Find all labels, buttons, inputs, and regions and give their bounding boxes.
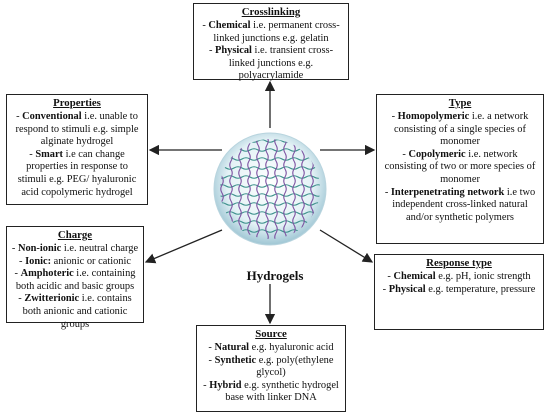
arrow-to-response [319, 229, 374, 263]
hydrogel-mesh-icon [213, 132, 327, 246]
mesh-strand [220, 193, 320, 197]
mesh-strand [283, 139, 287, 239]
mesh-strand [265, 139, 269, 239]
mesh-strand [220, 184, 320, 188]
mesh-strand [292, 139, 296, 239]
list-item: - Non-ionic i.e. neutral charge [11, 243, 139, 254]
response-type-box: Response type - Chemical e.g. pH, ionic … [374, 254, 544, 330]
mesh-strand [247, 139, 251, 239]
list-item: - Smart i.e can change properties in res… [17, 148, 137, 198]
mesh-strand [220, 211, 320, 215]
crosslinking-title: Crosslinking [241, 6, 301, 18]
center-label: Hydrogels [246, 268, 304, 283]
arrow-to-charge [144, 229, 223, 264]
type-box: Type - Homopolymeric i.e. a network cons… [376, 94, 544, 244]
list-item: - Conventional i.e. unable to respond to… [15, 111, 139, 148]
crosslinking-box: Crosslinking - Chemical i.e. permanent c… [193, 3, 349, 82]
list-item: - Interpenetrating network i.e two indep… [384, 186, 536, 223]
source-title: Source [255, 328, 287, 340]
source-box: Source - Natural e.g. hyaluronic acid - … [196, 325, 346, 412]
list-item: - Chemical i.e. permanent cross-linked j… [202, 20, 340, 44]
properties-box: Properties - Conventional i.e. unable to… [6, 94, 148, 205]
list-item: - Natural e.g. hyaluronic acid [208, 342, 334, 353]
list-item: - Hybrid e.g. synthetic hydrogel base wi… [203, 379, 339, 404]
list-item: - Physical i.e. transient cross-linked j… [208, 45, 334, 82]
charge-title: Charge [57, 229, 93, 241]
mesh-strand [274, 139, 278, 239]
list-item: - Ionic: anionic or cationic [19, 255, 131, 267]
charge-box: Charge - Non-ionic i.e. neutral charge -… [6, 226, 144, 330]
response-type-title: Response type [426, 257, 492, 269]
mesh-strand [220, 202, 320, 206]
list-item: - Copolymeric i.e. network consisting of… [384, 148, 536, 185]
properties-title: Properties [53, 97, 101, 109]
list-item: - Chemical e.g. pH, ionic strength [387, 271, 531, 282]
type-title: Type [448, 97, 472, 109]
list-item: - Zwitterionic i.e. contains both anioni… [18, 293, 132, 330]
list-item: - Physical e.g. temperature, pressure [382, 283, 536, 295]
mesh-strand [256, 139, 260, 239]
list-item: - Amphoteric i.e. containing both acidic… [14, 268, 136, 292]
list-item: - Synthetic e.g. poly(ethylene glycol) [208, 354, 334, 379]
list-item: - Homopolymeric i.e. a network consistin… [391, 111, 529, 148]
